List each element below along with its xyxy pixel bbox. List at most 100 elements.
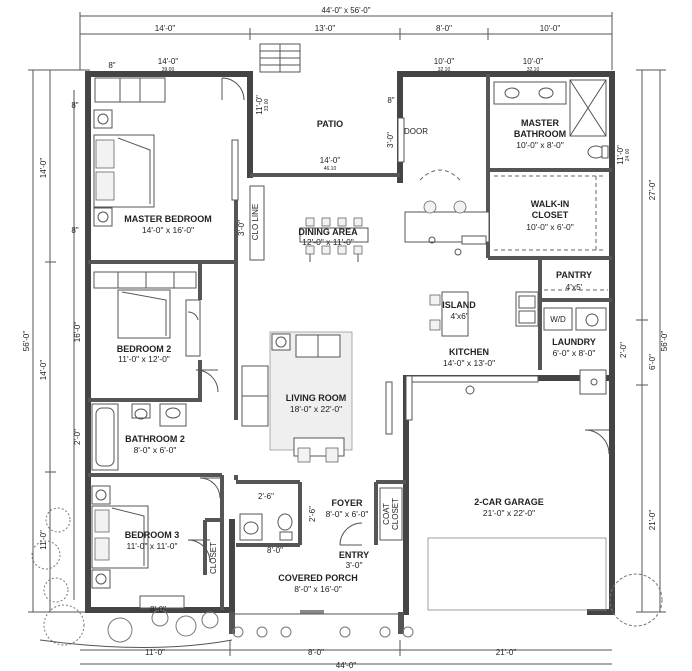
laundry-label: LAUNDRY: [552, 337, 596, 347]
top-dim-4: 10'-0": [540, 24, 561, 33]
left-dim-b: 14'-0": [39, 360, 48, 381]
bedroom2-door: [195, 369, 219, 393]
overall-dim-bottom: 44'-0": [336, 661, 357, 670]
bedroom3-furniture: [91, 485, 185, 609]
porch-size: 8'-0" x 16'-0": [294, 584, 342, 594]
right-dim-d: 21'-0": [648, 510, 657, 531]
patio-dim: 14'-0": [320, 156, 341, 165]
left-dim-i4: 2'-0": [73, 429, 82, 445]
dining-label: DINING AREA: [298, 227, 358, 237]
top-dim-3: 8'-0": [436, 24, 452, 33]
overall-dim-top: 44'-0" x 56'-0": [321, 6, 370, 15]
porch-posts: [229, 610, 404, 634]
pantry-label: PANTRY: [556, 270, 592, 280]
living-size: 18'-0" x 22'-0": [290, 404, 342, 414]
porch-label: COVERED PORCH: [278, 573, 358, 583]
bath-dim-b-small: 32.10: [527, 67, 540, 73]
left-dim-a: 14'-0": [39, 158, 48, 179]
bottom-dim-3: 21'-0": [496, 648, 517, 657]
linen-label: CLO LINE: [251, 204, 260, 240]
labels: 44'-0" x 56'-0" 14'-0" 13'-0" 8'-0" 10'-…: [22, 6, 669, 670]
garage-size: 21'-0" x 22'-0": [483, 508, 535, 518]
pantry-size: 4'x5': [566, 282, 583, 292]
linen-dim: 3'-0": [237, 220, 246, 236]
foyer-size: 8'-0" x 6'-0": [326, 509, 369, 519]
bottom-dim-2: 8'-0": [308, 648, 324, 657]
dining-table: [299, 217, 369, 262]
master-bath-label: MASTER: [521, 118, 560, 128]
eight-inch-1: 8": [108, 61, 115, 70]
garage-label: 2-CAR GARAGE: [474, 497, 544, 507]
eight-inch-3: 8": [71, 226, 78, 235]
kitchen-fixtures: [404, 169, 539, 421]
master-dim-top: 14'-0": [158, 57, 179, 66]
foyer-dim: 2'-6": [258, 492, 274, 501]
bath-dim-b: 10'-0": [523, 57, 544, 66]
kitchen-size: 14'-0" x 13'-0": [443, 358, 495, 368]
foyer-dim-2: 2'-6": [308, 506, 317, 522]
door-label: DOOR: [404, 127, 428, 136]
bedroom3-door: [187, 539, 211, 563]
right-dim-b: 6'-0": [648, 354, 657, 370]
patio-dim-small: 46.10: [324, 166, 337, 172]
bedroom2-size: 11'-0" x 12'-0": [118, 354, 170, 364]
laundry-fixtures: [543, 307, 607, 395]
foyer-door: [339, 522, 363, 546]
bedroom3-dim: 8'-0": [150, 605, 166, 614]
laundry-size: 6'-0" x 8'-0": [553, 348, 596, 358]
patio-label: PATIO: [317, 119, 343, 129]
patio-side: 11'-0": [255, 95, 264, 115]
bath2-label: BATHROOM 2: [125, 434, 185, 444]
bath-side-small: 24.00: [625, 149, 631, 162]
dining-size: 12'-0" x 11'-0": [302, 237, 354, 247]
walk-in-label: WALK-IN: [531, 199, 570, 209]
bedroom3-size: 11'-0" x 11'-0": [126, 541, 177, 551]
patio-steps: [259, 43, 301, 73]
patio-side-small: 33.00: [264, 99, 270, 112]
master-bath-fixtures: [493, 79, 609, 159]
coat-label-2: CLOSET: [391, 498, 400, 530]
landscaping: [31, 507, 663, 648]
wd-label: W/D: [550, 315, 566, 324]
bedroom3-label: BEDROOM 3: [125, 530, 180, 540]
left-dim-c: 11'-0": [39, 530, 48, 550]
master-dim-small: 39.00: [162, 67, 175, 73]
master-bedroom-label: MASTER BEDROOM: [124, 214, 212, 224]
bath-dim-a: 10'-0": [434, 57, 455, 66]
coat-label: COAT: [382, 503, 391, 525]
entry-size: 3'-0": [346, 560, 363, 570]
master-bed: [93, 77, 239, 227]
top-dim-1: 14'-0": [155, 24, 176, 33]
kitchen-label: KITCHEN: [449, 347, 489, 357]
master-bedroom-size: 14'-0" x 16'-0": [142, 225, 194, 235]
right-dim-a: 27'-0": [648, 180, 657, 201]
eight-inch-2: 8": [71, 101, 78, 110]
entry-label: ENTRY: [339, 550, 369, 560]
master-bath-label-2: BATHROOM: [514, 129, 566, 139]
bath2-door: [199, 477, 221, 499]
closet-label: CLOSET: [209, 542, 218, 574]
bath-dim-a-small: 32.10: [438, 67, 451, 73]
bedroom2-label: BEDROOM 2: [117, 344, 172, 354]
eight-inch-4: 8": [387, 96, 394, 105]
walk-in-label-2: CLOSET: [532, 210, 569, 220]
bedroom2-furniture: [93, 271, 201, 357]
bath2-size: 8'-0" x 6'-0": [134, 445, 177, 455]
entry-dim: 8'-0": [267, 546, 283, 555]
living-furniture: [241, 331, 393, 463]
bath-side-dim: 11'-0": [616, 145, 625, 165]
patio-door: [397, 117, 405, 163]
bottom-dim-1: 11'-0": [145, 648, 165, 657]
garage-details: [427, 429, 610, 611]
island-size: 4'x6': [451, 311, 468, 321]
right-dim-c: 2'-0": [619, 342, 628, 358]
coat-closet: [379, 487, 403, 541]
interior-walls: [88, 74, 612, 610]
island-label: ISLAND: [442, 300, 476, 310]
foyer-label: FOYER: [331, 498, 363, 508]
walk-in-closet-shelves: [494, 175, 604, 252]
left-dim-i3: 16'-0": [73, 322, 82, 343]
living-label: LIVING ROOM: [286, 393, 347, 403]
linen-closet: [249, 185, 265, 261]
